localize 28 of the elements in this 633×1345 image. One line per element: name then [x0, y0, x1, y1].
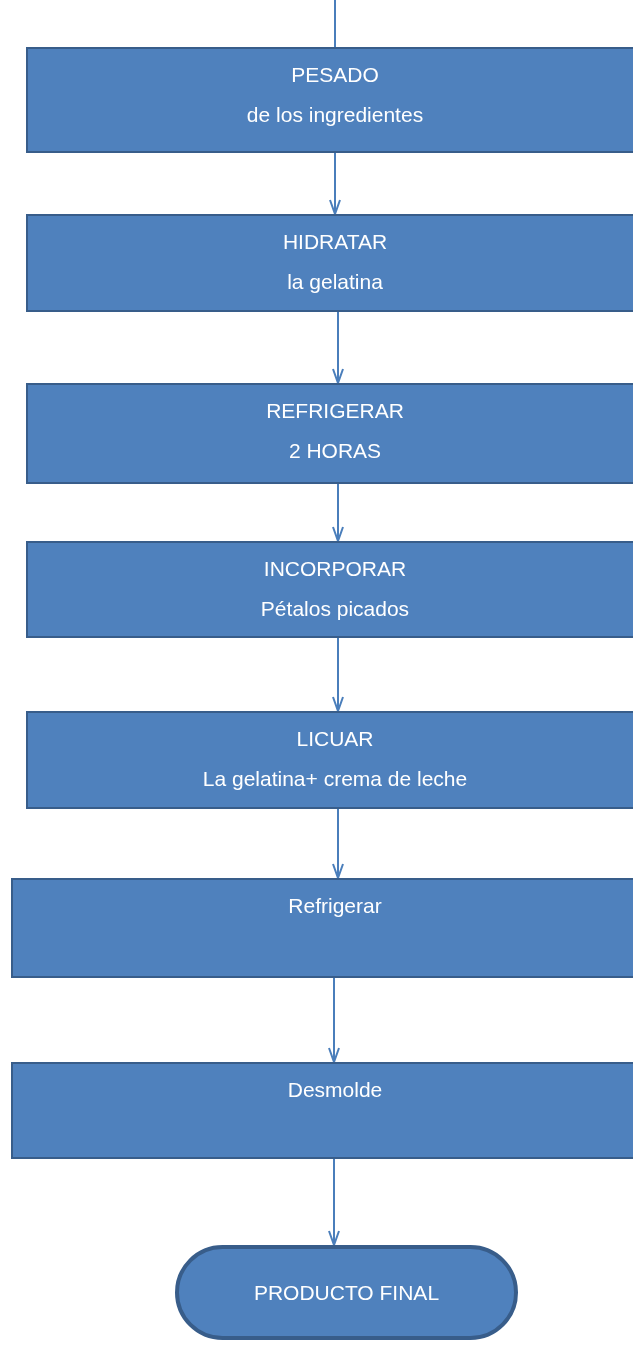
process-box: [26, 541, 633, 638]
process-box: [26, 47, 633, 153]
step-detail: Pétalos picados: [260, 597, 410, 621]
arrow: [332, 808, 344, 879]
step-title: HIDRATAR: [282, 230, 388, 254]
step-title: LICUAR: [296, 727, 374, 751]
connector-line: [334, 0, 336, 48]
arrow: [329, 152, 341, 215]
step-detail: 2 HORAS: [288, 439, 382, 463]
step-title: REFRIGERAR: [266, 399, 404, 423]
arrow: [328, 1158, 340, 1246]
arrow: [332, 483, 344, 542]
step-detail: la gelatina: [287, 270, 383, 294]
step-title: Refrigerar: [288, 894, 382, 918]
step-title: INCORPORAR: [263, 557, 407, 581]
step-title: Desmolde: [287, 1078, 383, 1102]
step-detail: de los ingredientes: [246, 103, 424, 127]
arrow: [332, 637, 344, 712]
step-title: PESADO: [291, 63, 379, 87]
step-title: PRODUCTO FINAL: [253, 1280, 440, 1305]
process-box: [26, 214, 633, 312]
process-box: [11, 1062, 633, 1159]
process-box: [26, 711, 633, 809]
step-detail: La gelatina+ crema de leche: [202, 767, 468, 791]
arrow: [332, 311, 344, 384]
process-box: [11, 878, 633, 978]
arrow: [328, 977, 340, 1063]
process-box: [26, 383, 633, 484]
